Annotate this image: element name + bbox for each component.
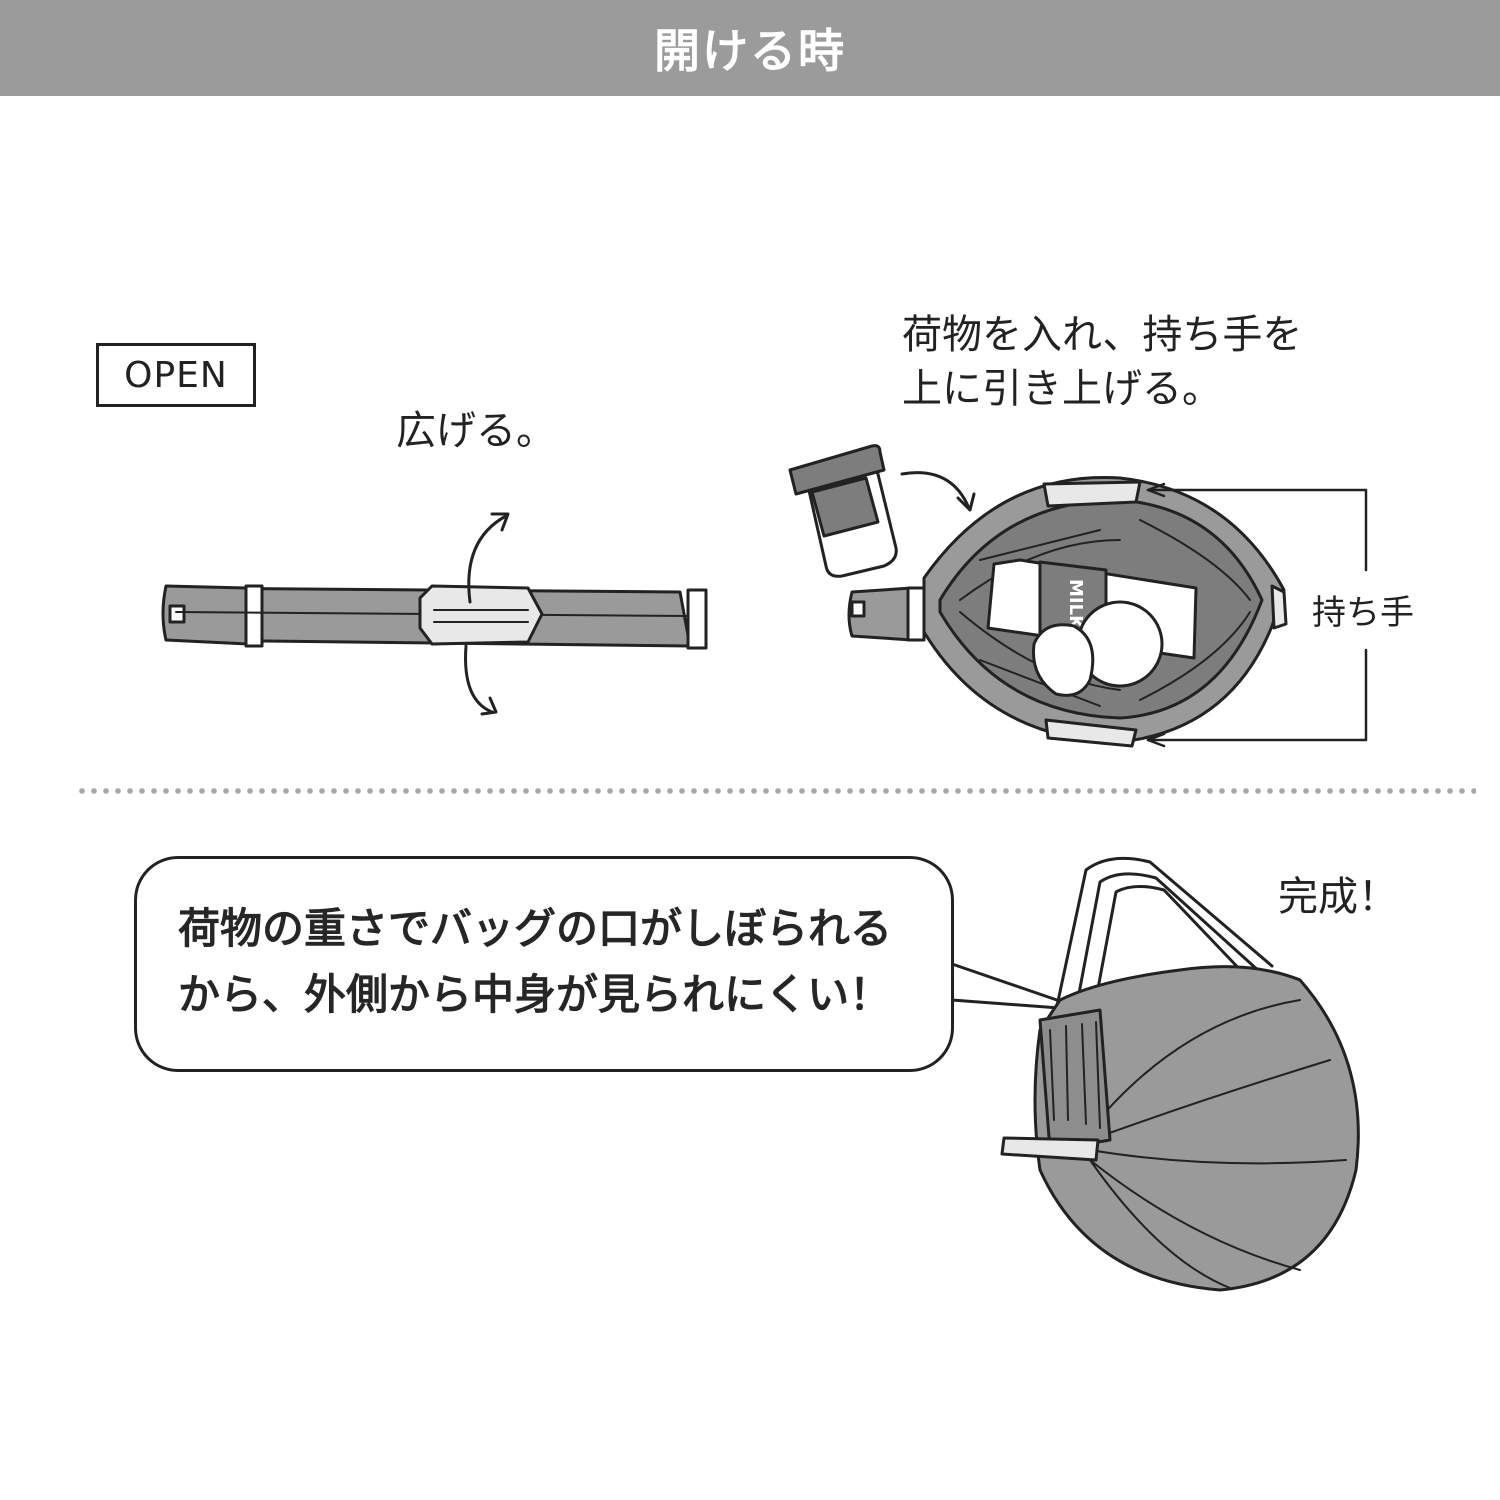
open-tag: OPEN xyxy=(96,343,256,407)
dotted-divider xyxy=(76,788,1476,794)
milk-carton-label: MILK xyxy=(1065,579,1086,630)
finished-bag-illustration xyxy=(950,856,1360,1292)
done-label: 完成！ xyxy=(1278,874,1398,920)
speech-bubble-line1: 荷物の重さでバッグの口がしぼられる xyxy=(178,904,893,953)
spread-caption: 広げる。 xyxy=(396,408,556,454)
load-caption: 荷物を入れ、持ち手を 上に引き上げる。 xyxy=(902,308,1302,416)
speech-bubble-line2: から、外側から中身が見られにくい！ xyxy=(178,970,892,1019)
load-caption-line2: 上に引き上げる。 xyxy=(902,366,1222,412)
cup-icon xyxy=(788,444,898,578)
header-title: 開ける時 xyxy=(654,24,846,78)
folded-bag-illustration xyxy=(161,512,708,716)
load-caption-line1: 荷物を入れ、持ち手を xyxy=(902,312,1303,358)
header-bar: 開ける時 xyxy=(0,0,1500,96)
speech-bubble xyxy=(134,856,954,1072)
handle-label: 持ち手 xyxy=(1312,593,1414,633)
speech-bubble-text: 荷物の重さでバッグの口がしぼられる から、外側から中身が見られにくい！ xyxy=(178,896,892,1028)
open-bag-illustration: MILK xyxy=(788,444,1368,748)
